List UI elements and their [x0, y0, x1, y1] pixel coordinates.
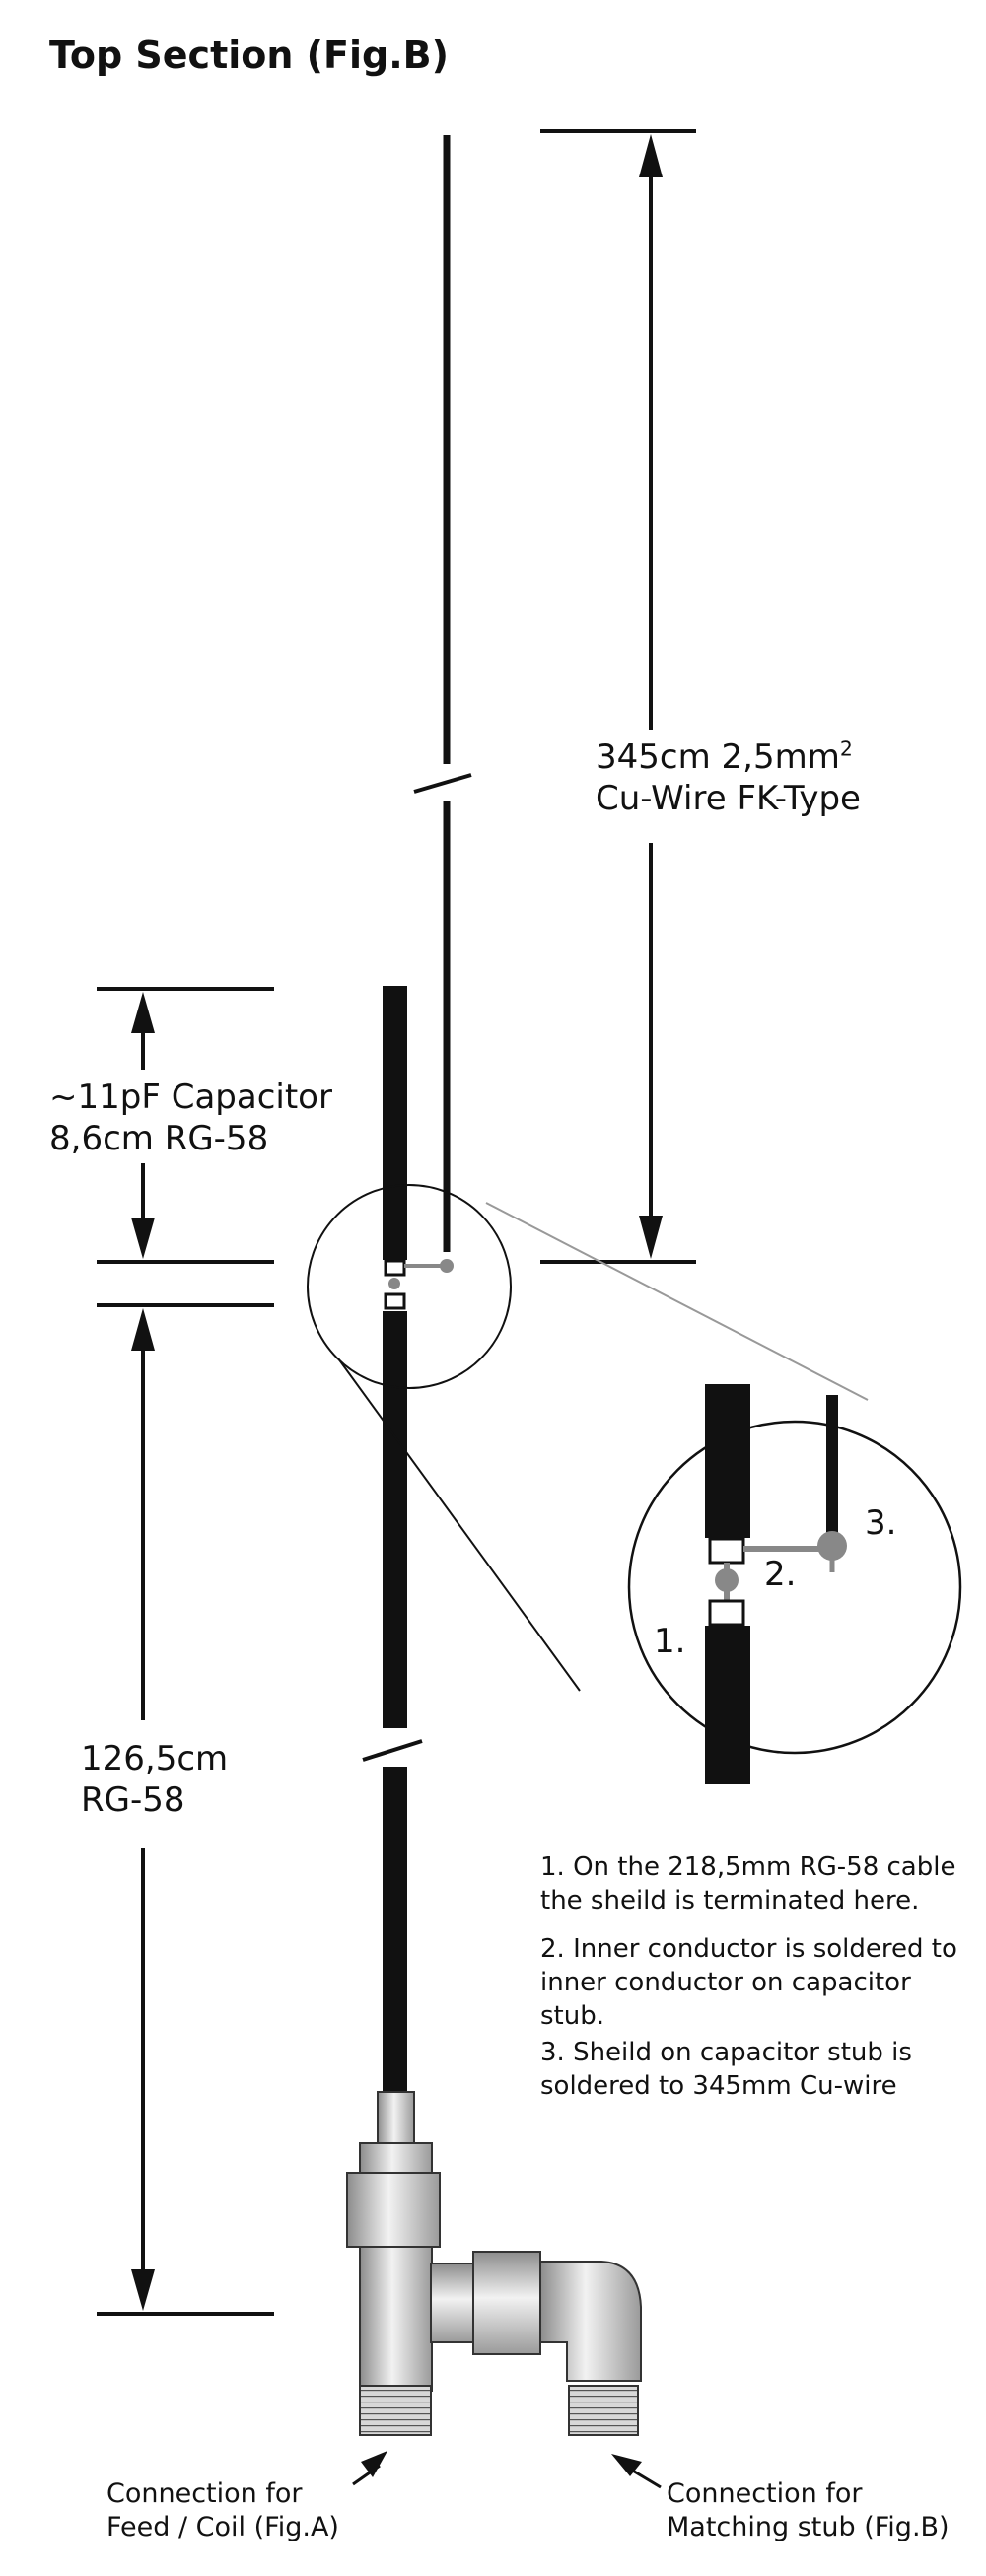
wire-length-label: 345cm 2,5mm2 Cu-Wire FK-Type: [596, 736, 861, 819]
matching-connection-label: Connection for Matching stub (Fig.B): [667, 2477, 950, 2544]
cable-length-line2: RG-58: [81, 1780, 185, 1820]
cable-length-dimension: [97, 1303, 274, 2316]
matching-connection-line1: Connection for: [667, 2478, 863, 2509]
capacitor-label: ~11pF Capacitor 8,6cm RG-58: [49, 1077, 332, 1159]
detail-circle-large: [627, 1384, 962, 1784]
feed-connection-label: Connection for Feed / Coil (Fig.A): [106, 2477, 339, 2544]
cable-length-line1: 126,5cm: [81, 1739, 229, 1778]
cable-break-mark: [362, 1739, 423, 1762]
wire-length-superscript: 2: [839, 736, 853, 761]
matching-connection-line2: Matching stub (Fig.B): [667, 2512, 950, 2542]
zoom-line-lower: [337, 1358, 581, 1692]
capacitor-stub-coax: [383, 986, 407, 1260]
wire-break-mark: [413, 773, 472, 794]
note-3: 3. Sheild on capacitor stub is soldered …: [540, 2038, 912, 2101]
cable-length-label: 126,5cm RG-58: [81, 1738, 229, 1821]
detail-marker-3: 3.: [865, 1503, 897, 1543]
feed-connection-line1: Connection for: [106, 2478, 303, 2509]
detail-circle-small: [307, 1184, 512, 1389]
feed-arrow: [352, 2451, 387, 2486]
stub-inner-insulator: [384, 1259, 406, 1277]
wire-length-line1: 345cm 2,5mm: [596, 737, 840, 777]
feed-connection-line2: Feed / Coil (Fig.A): [106, 2512, 339, 2542]
solder-joint-inner: [388, 1278, 400, 1289]
rg58-cable: [383, 1311, 407, 2092]
cable-inner-insulator: [384, 1292, 406, 1310]
matching-arrow: [611, 2454, 662, 2489]
wire-length-dimension: [540, 129, 696, 1264]
capacitor-dimension: [97, 987, 274, 1264]
capacitor-line1: ~11pF Capacitor: [49, 1078, 332, 1117]
note-1: 1. On the 218,5mm RG-58 cable the sheild…: [540, 1852, 956, 1915]
wire-length-line2: Cu-Wire FK-Type: [596, 779, 861, 818]
zoom-line-upper: [485, 1202, 869, 1401]
t-connector: [346, 2091, 642, 2436]
detail-marker-2: 2.: [764, 1555, 797, 1594]
detail-marker-1: 1.: [654, 1622, 686, 1661]
note-2: 2. Inner conductor is soldered to inner …: [540, 1934, 957, 2031]
capacitor-line2: 8,6cm RG-58: [49, 1119, 269, 1158]
page-title: Top Section (Fig.B): [49, 34, 449, 77]
solder-joint-shield: [440, 1259, 454, 1273]
